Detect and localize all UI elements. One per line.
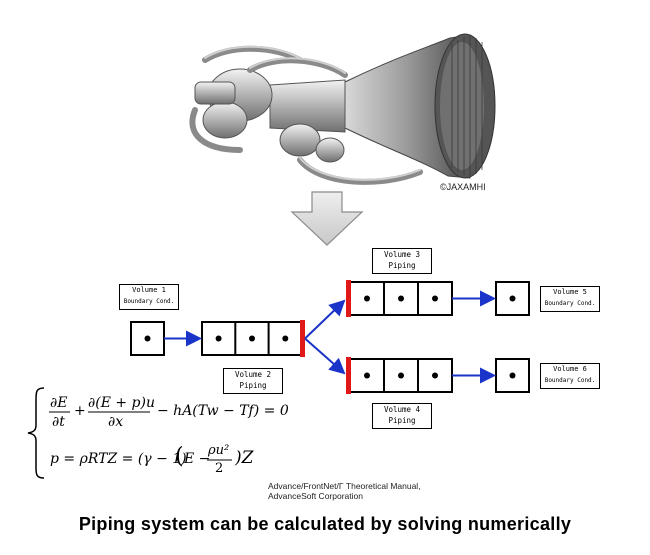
state-paren-close: )Z bbox=[235, 448, 254, 468]
junction-marker bbox=[346, 280, 351, 317]
volume-6-cell bbox=[495, 358, 530, 393]
image-credit: ©JAXAMHI bbox=[440, 182, 486, 192]
state-frac-num: ρu² bbox=[208, 443, 230, 458]
volume-1-label: Volume 1 Boundary Cond. bbox=[119, 284, 179, 310]
volume-5-label: Volume 5 Boundary Cond. bbox=[540, 286, 600, 312]
state-E: E − bbox=[184, 451, 211, 467]
junction-marker bbox=[346, 357, 351, 394]
volume-4-cells bbox=[349, 358, 453, 393]
state-frac-den: 2 bbox=[215, 461, 224, 476]
volume-2-label: Volume 2 Piping bbox=[223, 368, 283, 394]
energy-plus: + bbox=[74, 403, 86, 419]
state-lhs: p = ρRTZ = (γ − 1) bbox=[50, 451, 187, 467]
reference-note: Advance/FrontNet/Γ Theoretical Manual, A… bbox=[268, 481, 421, 501]
energy-term1-den: ∂t bbox=[52, 414, 65, 430]
volume-3-label: Volume 3 Piping bbox=[372, 248, 432, 274]
volume-3-cells bbox=[349, 281, 453, 316]
volume-2-cells bbox=[201, 321, 303, 356]
state-paren-open: ( bbox=[175, 444, 184, 469]
junction-marker bbox=[300, 320, 305, 357]
volume-4-label: Volume 4 Piping bbox=[372, 403, 432, 429]
equation-brace bbox=[27, 387, 45, 479]
caption: Piping system can be calculated by solvi… bbox=[78, 514, 572, 534]
rocket-engine-image bbox=[189, 33, 496, 185]
volume-6-label: Volume 6 Boundary Cond. bbox=[540, 363, 600, 389]
energy-rest: − hA(Tw − Tf) = 0 bbox=[157, 403, 289, 419]
flow-arrows bbox=[164, 290, 496, 384]
volume-1-cell bbox=[130, 321, 165, 356]
energy-term2-num: ∂(E + p)u bbox=[88, 395, 155, 411]
down-arrow-icon bbox=[290, 191, 364, 246]
energy-term1-num: ∂E bbox=[50, 395, 68, 411]
energy-term2-den: ∂x bbox=[108, 414, 124, 430]
volume-5-cell bbox=[495, 281, 530, 316]
